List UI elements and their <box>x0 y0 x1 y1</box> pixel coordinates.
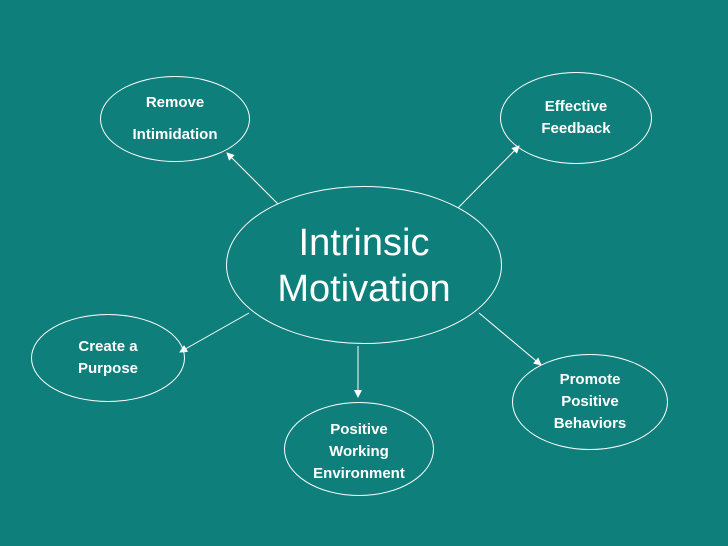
node-create-a-purpose: Create a Purpose <box>31 314 185 402</box>
node-label-line: Intimidation <box>132 126 218 143</box>
node-label-line: Environment <box>313 465 405 482</box>
node-label-line: Behaviors <box>553 415 627 432</box>
node-label-line: Effective <box>544 98 608 115</box>
node-positive-working-environment: Positive Working Environment <box>284 402 434 496</box>
node-label-line: Positive <box>330 421 388 438</box>
center-label-line: Intrinsic <box>298 222 430 264</box>
node-label-line: Positive <box>561 393 619 410</box>
node-promote-positive-behaviors: Promote Positive Behaviors <box>512 354 668 450</box>
arrow-to-remove-intimidation <box>226 152 279 205</box>
node-intrinsic-motivation: Intrinsic Motivation <box>226 186 502 344</box>
arrow-to-create-a-purpose <box>179 312 250 353</box>
node-label-line: Promote <box>559 371 621 388</box>
arrow-to-promote-positive-behaviors <box>478 312 542 366</box>
node-label-line: Feedback <box>541 120 611 137</box>
arrow-to-effective-feedback <box>457 145 520 209</box>
node-remove-intimidation: Remove Intimidation <box>100 76 250 162</box>
node-label-line: Create a <box>78 338 138 355</box>
node-effective-feedback: Effective Feedback <box>500 72 652 164</box>
node-label-line: Purpose <box>77 360 138 377</box>
node-label-line: Remove <box>145 94 205 111</box>
center-label-line: Motivation <box>277 268 451 310</box>
node-label-line: Working <box>329 443 389 460</box>
